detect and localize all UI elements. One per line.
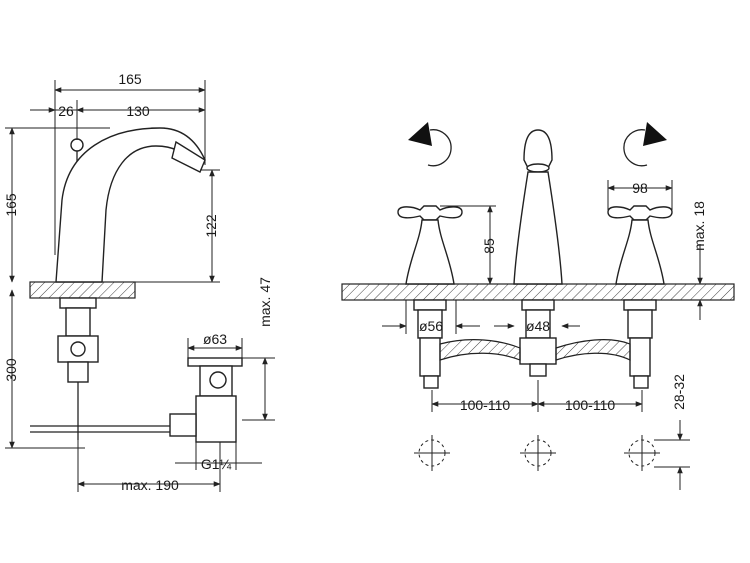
side-nut [59,297,97,309]
label-outlet-height: 122 [203,214,219,238]
tap-hole-left [414,435,450,471]
label-spout-offset: 26 [58,103,74,119]
label-total-height: 165 [3,193,19,217]
left-braided-hose [439,339,521,361]
rotate-clockwise-icon [623,122,667,167]
center-valve-body [519,299,557,377]
right-valve-body [623,299,657,389]
waste-flange [187,357,243,367]
waste-body-lower [195,395,237,443]
side-shank [65,307,91,337]
front-spout [513,129,563,285]
waste-outlet [209,371,227,389]
label-below-deck: 300 [3,358,19,382]
right-braided-hose [555,339,631,361]
label-right-spacing: 100-110 [565,397,616,413]
side-view: 165 26 130 165 122 300 ø63 max. 47 G1¼ m… [3,71,275,493]
spout-nozzle [171,140,206,173]
label-spout-base-dia: ø48 [526,318,550,334]
label-handle-height: 85 [481,238,497,254]
left-handle [397,205,463,285]
side-deck [29,281,136,299]
label-pull-rod: max. 190 [121,477,179,493]
rotate-counterclockwise-icon [408,122,452,167]
label-waste-diameter: ø63 [203,331,227,347]
label-spout-reach: 130 [126,103,150,119]
tap-hole-right [624,435,660,471]
lift-rod-knob [70,138,84,152]
label-handle-base-dia: ø56 [419,318,443,334]
label-waste-thread: G1¼ [201,456,232,472]
side-connector-port [70,341,86,357]
label-left-spacing: 100-110 [460,397,511,413]
label-handle-width: 98 [632,180,648,196]
front-view: 98 85 max. 18 ø56 ø48 100-110 100-110 28… [341,122,735,490]
label-deck-max: max. 18 [691,201,707,251]
right-handle [607,205,673,285]
waste-lever-housing [169,413,197,437]
label-hole-dia: 28-32 [671,374,687,410]
front-deck [341,283,735,301]
label-overall-width: 165 [118,71,142,87]
label-waste-max: max. 47 [257,277,273,327]
side-lower-fitting [67,361,89,383]
tap-hole-center [520,435,556,471]
